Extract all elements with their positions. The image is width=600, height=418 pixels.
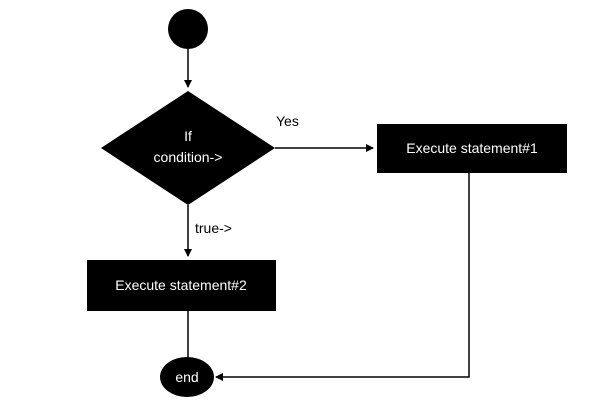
decision-label-line2: condition-> (154, 149, 223, 165)
end-node (160, 357, 214, 397)
edge-label-true: true-> (195, 220, 232, 236)
end-label: end (175, 369, 198, 385)
edge-statement1-to-end (215, 173, 470, 381)
statement2-node (87, 260, 276, 311)
decision-node (101, 91, 275, 205)
statement1-node (377, 124, 567, 173)
decision-label-line1: If (184, 128, 192, 144)
edge-label-yes: Yes (276, 113, 299, 129)
start-node (168, 9, 208, 49)
statement2-label: Execute statement#2 (115, 277, 247, 293)
statement1-label: Execute statement#1 (406, 140, 538, 156)
